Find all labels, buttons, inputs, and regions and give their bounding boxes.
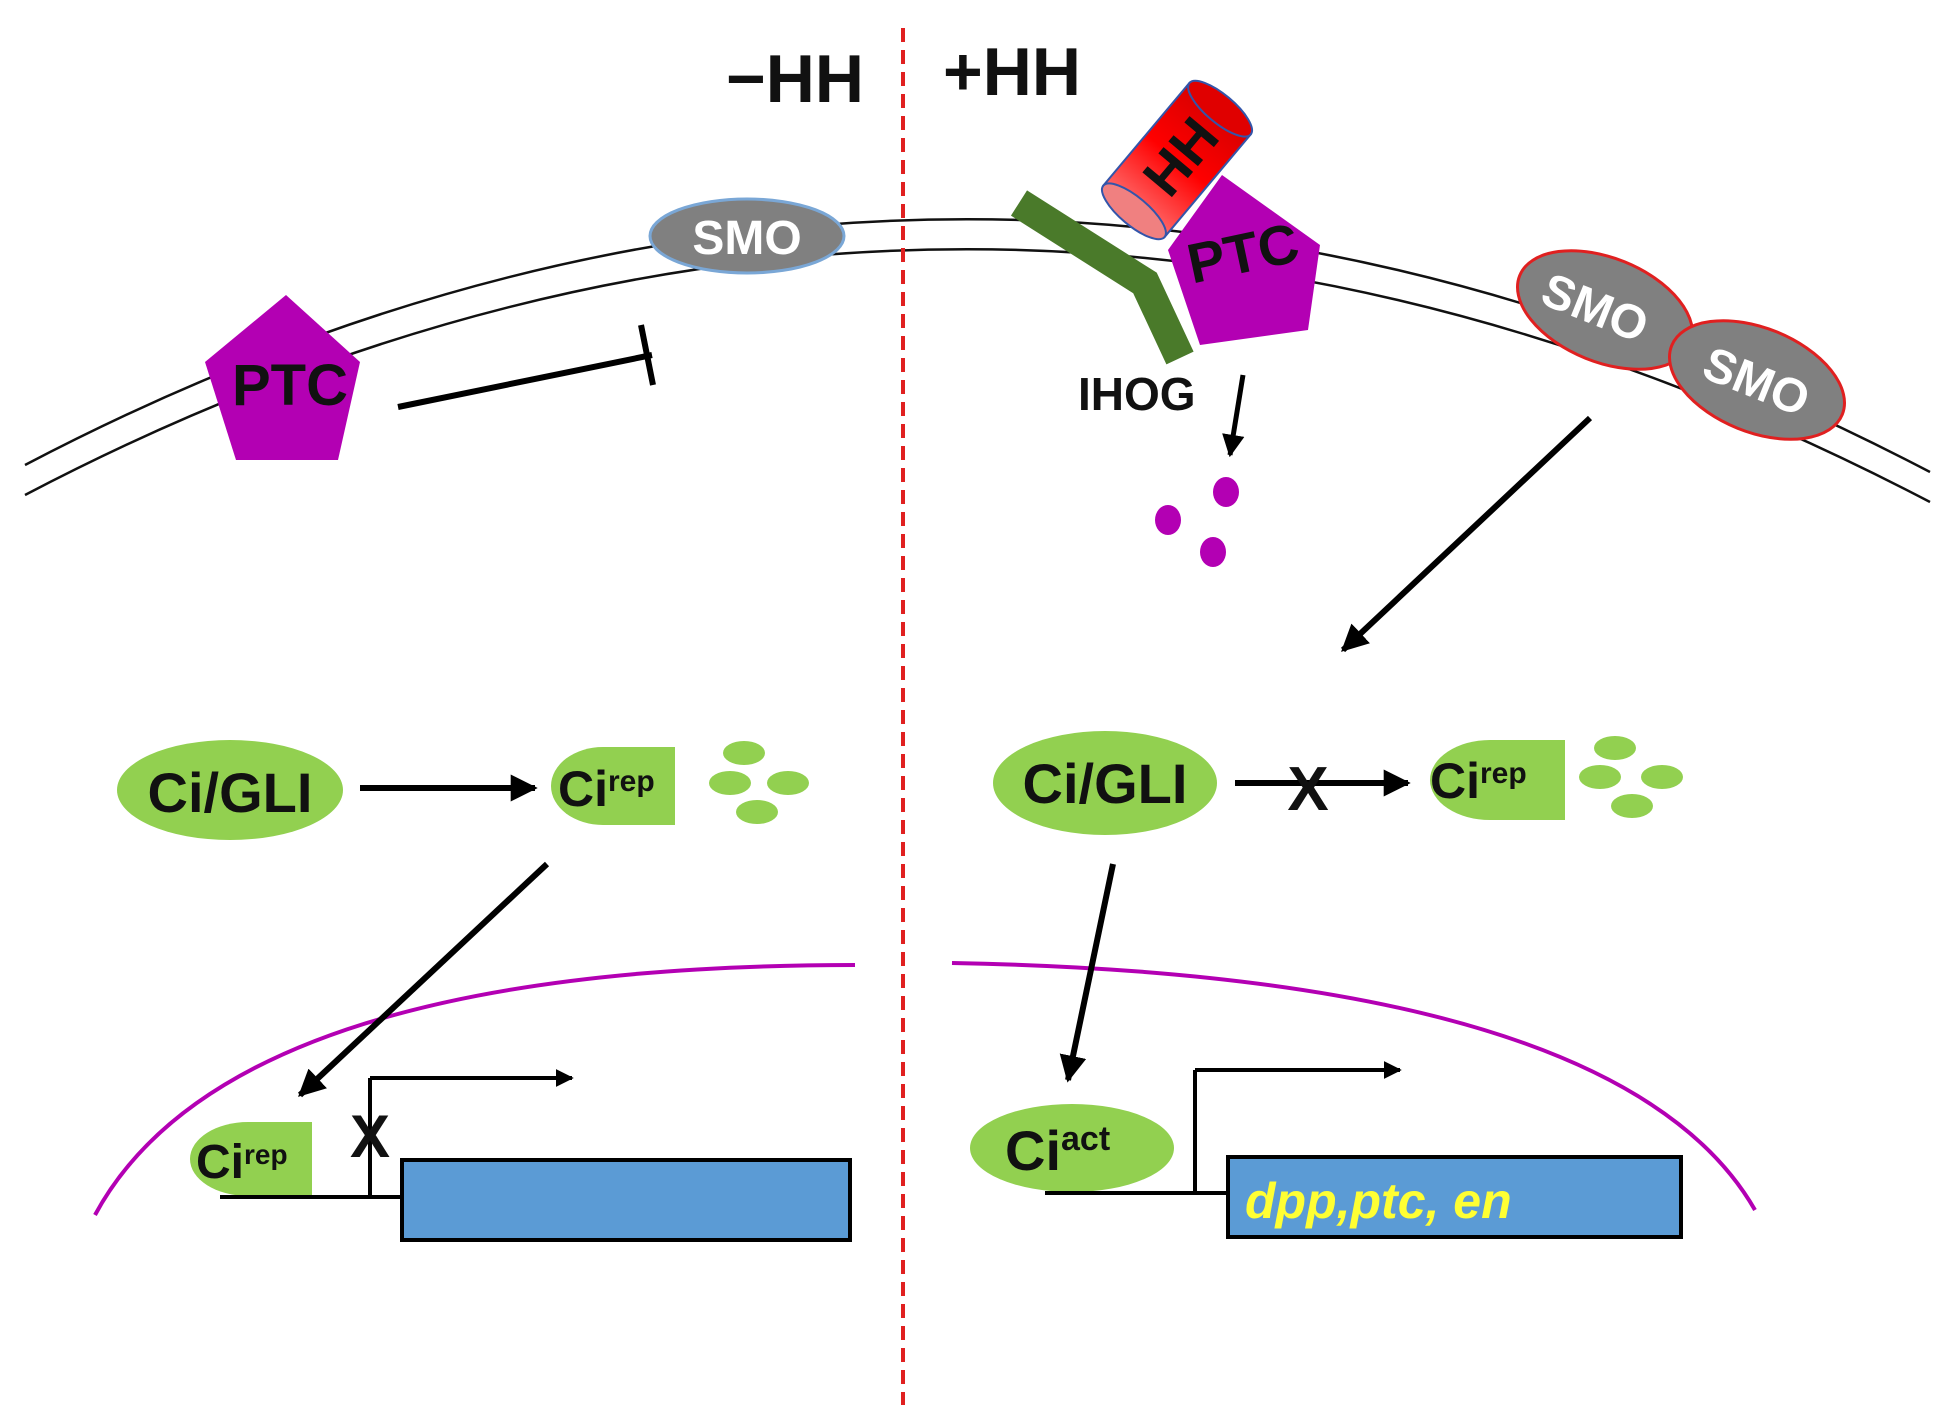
- ptc-receptor-right: [1168, 175, 1320, 345]
- ci-fragment: [1579, 765, 1621, 789]
- target-gene-box-right: [1226, 1155, 1683, 1239]
- smo-signal-arrow: [1340, 415, 1593, 653]
- nucleus-membrane-left: [93, 963, 856, 1216]
- ci-fragment: [1594, 736, 1636, 760]
- ci-act-label: Ciact: [1005, 1119, 1110, 1182]
- ci-act-nucleus: [970, 1104, 1174, 1192]
- target-genes-label: dpp,ptc, en: [1245, 1173, 1512, 1229]
- ci-rep-right: [1430, 740, 1565, 820]
- target-gene-box-left: [400, 1158, 852, 1242]
- ci-fragment: [723, 741, 765, 765]
- ci-rep-nucleus: [190, 1122, 312, 1196]
- smo-active-2: SMO: [1668, 319, 1846, 441]
- inhibition-bar: [638, 324, 656, 386]
- processing-block-mark-right: X: [1287, 755, 1328, 824]
- ci-rep-to-nucleus-arrow: [297, 861, 550, 1098]
- ptc-fragment: [1213, 477, 1239, 507]
- ptc-inhibits-smo-line: [397, 352, 653, 410]
- ptc-degradation-arrow: [1222, 374, 1246, 458]
- ci-rep-label-nucleus: Cirep: [196, 1136, 288, 1189]
- ptc-fragment: [1155, 505, 1181, 535]
- ihog-label: IHOG: [1078, 368, 1196, 420]
- ci-gli-right: [993, 731, 1217, 835]
- plus-hh-label: +HH: [943, 34, 1081, 110]
- ci-act-to-nucleus-arrow: [1059, 863, 1116, 1083]
- ci-fragment: [767, 771, 809, 795]
- ihog-coreceptor: [1010, 190, 1194, 365]
- transcription-block-mark-left: X: [350, 1103, 390, 1170]
- ci-gli-label-left: Ci/GLI: [148, 761, 313, 824]
- smo-active-1: SMO: [1516, 249, 1694, 371]
- ptc-label-left: PTC: [232, 353, 348, 418]
- ci-fragment: [1611, 794, 1653, 818]
- ci-fragment: [709, 771, 751, 795]
- ptc-receptor-left: [205, 295, 360, 460]
- smo-label-left: SMO: [692, 212, 801, 265]
- ci-rep-left: [551, 747, 675, 825]
- minus-hh-label: −HH: [726, 41, 864, 117]
- ci-rep-label-left: Cirep: [558, 761, 655, 817]
- ci-fragment: [736, 800, 778, 824]
- nucleus-membrane-right: [951, 961, 1757, 1211]
- smo-receptor-left: [648, 197, 846, 275]
- ci-gli-label-right: Ci/GLI: [1023, 752, 1188, 815]
- ci-rep-label-right: Cirep: [1430, 753, 1527, 809]
- ptc-fragment: [1200, 537, 1226, 567]
- ci-fragment: [1641, 765, 1683, 789]
- ci-gli-left: [117, 740, 343, 840]
